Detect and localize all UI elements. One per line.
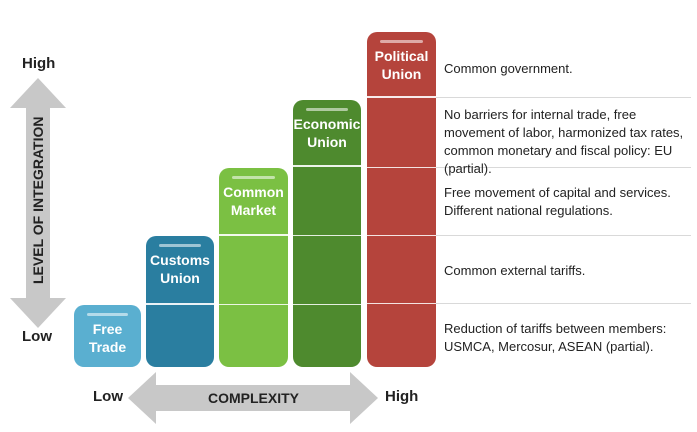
stage-label: Economic Union xyxy=(293,116,361,150)
horizontal-double-arrow xyxy=(128,372,378,424)
description-separator xyxy=(436,235,691,236)
header-highlight-bar xyxy=(305,108,349,111)
x-axis-low-label: Low xyxy=(93,388,123,405)
header-divider xyxy=(293,165,361,167)
stage-free-trade: Free Trade xyxy=(74,305,141,367)
stage-label: Political Union xyxy=(374,48,429,82)
header-highlight-bar xyxy=(380,40,423,43)
stage-label: Customs Union xyxy=(150,252,210,286)
description-separator xyxy=(436,167,691,168)
stage-common-market: Common Market xyxy=(219,168,288,367)
description-free-trade: Reduction of tariffs between members: US… xyxy=(444,321,667,354)
stage-economic-union: Economic Union xyxy=(293,100,361,367)
header-divider xyxy=(367,96,436,98)
description-common-market: Free movement of capital and services. D… xyxy=(444,185,671,218)
description-political-union: Common government. xyxy=(444,61,573,76)
vertical-double-arrow xyxy=(10,78,66,328)
row-divider xyxy=(293,304,361,305)
header-divider xyxy=(219,234,288,236)
x-axis-high-label: High xyxy=(385,388,419,405)
y-axis-title: LEVEL OF INTEGRATION xyxy=(30,116,46,285)
header-highlight-bar xyxy=(158,244,202,247)
stage-customs-union: Customs Union xyxy=(146,236,214,367)
description-economic-union: No barriers for internal trade, free mov… xyxy=(444,107,684,176)
stage-label: Free Trade xyxy=(88,321,127,355)
stage-political-union: Political Union xyxy=(367,32,436,367)
description-separator xyxy=(436,97,691,98)
row-divider xyxy=(219,304,288,305)
row-divider xyxy=(293,235,361,236)
row-divider xyxy=(367,303,436,304)
header-highlight-bar xyxy=(232,176,275,179)
header-divider xyxy=(146,303,214,305)
y-axis-low-label: Low xyxy=(22,328,52,345)
description-separator xyxy=(436,303,691,304)
y-axis-high-label: High xyxy=(22,55,56,72)
stage-label: Common Market xyxy=(223,184,284,218)
description-customs-union: Common external tariffs. xyxy=(444,263,586,278)
row-divider xyxy=(367,167,436,168)
row-divider xyxy=(367,235,436,236)
header-highlight-bar xyxy=(86,313,129,316)
x-axis-title: COMPLEXITY xyxy=(208,390,300,406)
